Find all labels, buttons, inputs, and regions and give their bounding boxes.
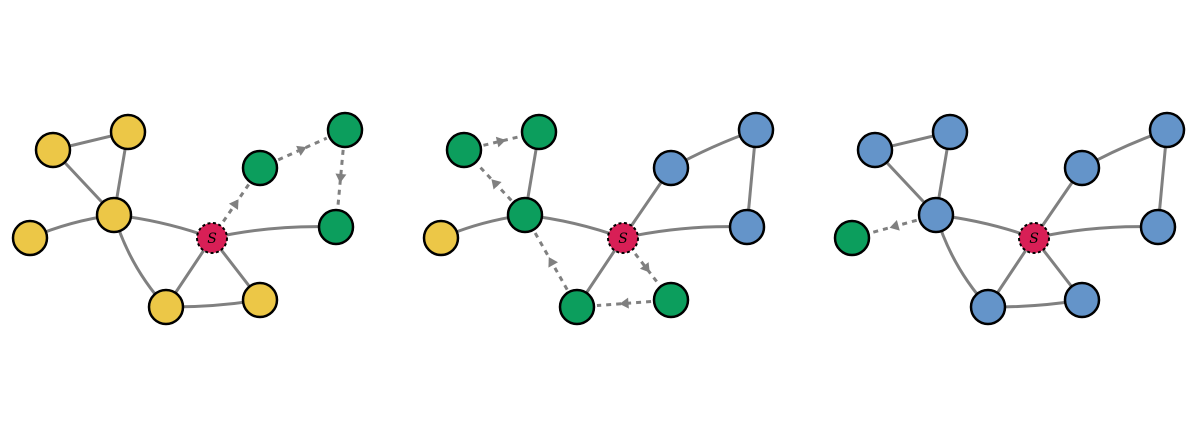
node-blue [728,208,766,246]
arrow-n0-to-n1 [483,135,520,147]
node-green [652,281,690,319]
node-green [520,113,558,151]
node-blue [969,288,1007,326]
edge-4-7 [1032,225,1160,240]
arrowhead-n3-to-n0 [491,179,502,190]
panel-3: S [833,111,1186,326]
arrowhead-n9-to-n8 [619,297,629,309]
node-green [326,111,364,149]
arrow-n5-to-n6 [277,136,328,162]
arrow-s-to-n9 [634,252,660,286]
node-yellow [147,288,185,326]
arrowhead-n3-to-n2 [889,220,900,231]
source-label: S [618,231,628,247]
node-green [833,219,871,257]
node-yellow [109,113,147,151]
edge-4-7 [621,225,749,240]
node-blue [652,149,690,187]
node-blue [1063,281,1101,319]
edge-4-7 [210,225,338,240]
arrowhead-n0-to-n1 [495,136,506,148]
arrowhead-n8-to-n3 [548,257,559,268]
node-blue [931,113,969,151]
source-label: S [1029,231,1039,247]
source-label: S [207,231,217,247]
node-yellow [422,219,460,257]
node-green [317,208,355,246]
node-blue [1063,149,1101,187]
node-green [558,288,596,326]
source-node [196,222,228,254]
node-yellow [95,196,133,234]
arrowhead-n6-to-n7 [335,173,347,183]
node-blue [856,131,894,169]
node-yellow [11,219,49,257]
node-green [241,149,279,187]
panel-2: S [422,111,775,326]
node-blue [917,196,955,234]
node-yellow [34,131,72,169]
panel-1: S [11,111,364,326]
node-blue [1148,111,1186,149]
node-green [506,196,544,234]
node-yellow [241,281,279,319]
source-node [607,222,639,254]
arrowhead-s-to-n5 [228,199,239,210]
node-green [445,131,483,169]
node-blue [737,111,775,149]
arrowhead-n5-to-n6 [296,145,307,156]
arrowhead-s-to-n9 [639,262,650,273]
node-blue [1139,208,1177,246]
source-node [1018,222,1050,254]
